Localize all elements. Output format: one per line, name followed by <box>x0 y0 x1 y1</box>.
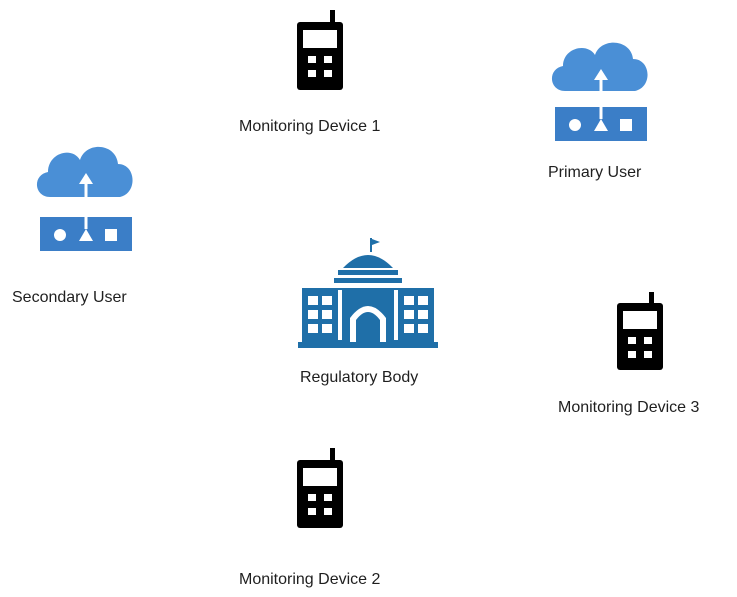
monitoring-device-1-label: Monitoring Device 1 <box>239 118 381 135</box>
regulatory-body-label: Regulatory Body <box>300 369 419 386</box>
walkie-talkie-icon <box>297 10 343 90</box>
primary-user-label: Primary User <box>548 164 642 181</box>
secondary-user-label: Secondary User <box>12 289 127 306</box>
monitoring-device-3-label: Monitoring Device 3 <box>558 399 700 416</box>
walkie-talkie-icon <box>297 448 343 528</box>
monitoring-device-2-label: Monitoring Device 2 <box>239 571 381 588</box>
walkie-talkie-icon <box>617 292 663 370</box>
monitoring-device-3-node <box>614 292 666 370</box>
cloud-router-icon <box>36 146 133 251</box>
primary-user-node <box>545 35 657 143</box>
monitoring-device-1-node <box>294 10 346 90</box>
regulatory-body-node <box>298 238 438 348</box>
government-building-icon <box>298 238 438 348</box>
cloud-router-icon <box>551 42 648 141</box>
secondary-user-node <box>30 137 142 253</box>
monitoring-device-2-node <box>294 448 346 528</box>
